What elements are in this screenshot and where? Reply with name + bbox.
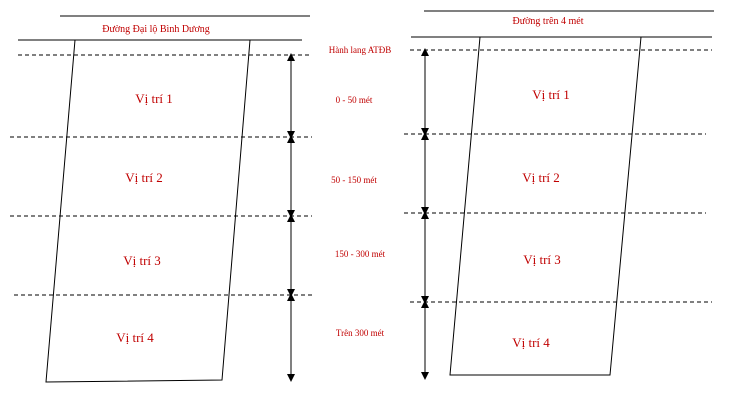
corridor-label: Hành lang ATĐB	[329, 45, 392, 55]
right-position-1: Vị trí 1	[532, 87, 570, 102]
left-diagram: Đường Đại lộ Bình Dương Vị trí 1 Vị trí …	[10, 15, 312, 383]
right-position-4: Vị trí 4	[512, 335, 550, 350]
left-position-2: Vị trí 2	[125, 170, 163, 185]
left-position-3: Vị trí 3	[123, 253, 161, 268]
left-position-4: Vị trí 4	[116, 330, 154, 345]
right-parcel-outline	[449, 36, 642, 376]
right-diagram: Đường trên 4 mét Vị trí 1 Vị trí 2 Vị tr…	[404, 10, 714, 380]
left-road-label: Đường Đại lộ Bình Dương	[102, 24, 210, 35]
distance-label-1: 0 - 50 mét	[336, 95, 373, 105]
distance-label-4: Trên 300 mét	[336, 328, 385, 338]
distance-labels: Hành lang ATĐB 0 - 50 mét 50 - 150 mét 1…	[329, 45, 392, 338]
distance-label-2: 50 - 150 mét	[331, 175, 377, 185]
right-position-2: Vị trí 2	[522, 170, 560, 185]
distance-label-3: 150 - 300 mét	[335, 249, 386, 259]
left-parcel-outline	[45, 39, 251, 383]
right-position-3: Vị trí 3	[523, 252, 561, 267]
right-road-label: Đường trên 4 mét	[513, 16, 584, 27]
left-position-1: Vị trí 1	[135, 91, 173, 106]
